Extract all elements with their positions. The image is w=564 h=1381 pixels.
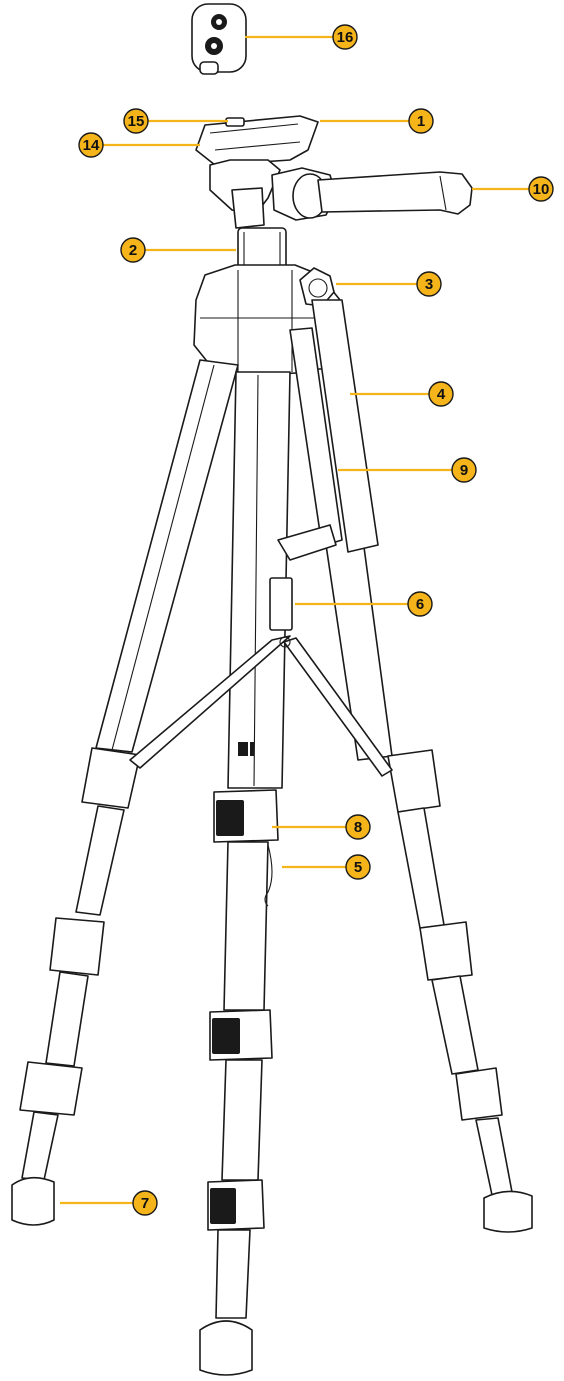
center-column xyxy=(237,227,287,271)
kodak-logo-icon xyxy=(238,742,254,756)
callout-badge xyxy=(528,176,554,202)
bluetooth-remote xyxy=(191,3,247,75)
callout-number: 14 xyxy=(83,137,100,154)
callout-badge xyxy=(451,457,477,483)
callout-15: 15 xyxy=(123,108,228,134)
callout-number: 3 xyxy=(425,276,433,293)
callout-7: 7 xyxy=(60,1190,158,1216)
callout-2: 2 xyxy=(120,237,236,263)
callout-5: 5 xyxy=(282,854,371,880)
callout-badge xyxy=(332,24,358,50)
callout-number: 9 xyxy=(460,462,468,479)
callout-badge xyxy=(345,854,371,880)
callout-number: 2 xyxy=(129,242,137,259)
callout-badge xyxy=(120,237,146,263)
callout-number: 16 xyxy=(337,29,354,46)
callout-badge xyxy=(407,591,433,617)
grip-strap xyxy=(277,327,343,561)
callout-number: 7 xyxy=(141,1195,149,1212)
callout-number: 4 xyxy=(437,386,446,403)
callout-badge xyxy=(78,132,104,158)
accessory-hook xyxy=(264,844,273,907)
callout-badge xyxy=(345,814,371,840)
callout-number: 6 xyxy=(416,596,424,613)
callout-number: 8 xyxy=(354,819,362,836)
callout-number: 10 xyxy=(533,181,550,198)
pan-head xyxy=(195,115,473,229)
callout-16: 16 xyxy=(245,24,358,50)
front-leg xyxy=(199,371,291,1376)
callout-14: 14 xyxy=(78,132,200,158)
callout-badge xyxy=(123,108,149,134)
callout-number: 15 xyxy=(128,113,145,130)
callout-number: 5 xyxy=(354,859,362,876)
left-leg xyxy=(11,359,239,1226)
callout-1: 1 xyxy=(320,108,434,134)
callout-4: 4 xyxy=(350,381,454,407)
callout-8: 8 xyxy=(272,814,371,840)
callout-badge xyxy=(416,271,442,297)
callout-badge xyxy=(408,108,434,134)
callout-badge xyxy=(428,381,454,407)
callout-badge xyxy=(132,1190,158,1216)
callout-3: 3 xyxy=(336,271,442,297)
leg-braces xyxy=(129,577,393,777)
right-leg xyxy=(299,299,533,1233)
callout-9: 9 xyxy=(338,457,477,483)
callout-number: 1 xyxy=(417,113,425,130)
callout-6: 6 xyxy=(295,591,433,617)
callout-10: 10 xyxy=(472,176,554,202)
callout-layer: 1 2 3 4 5 6 7 8 9 10 14 15 16 xyxy=(60,24,554,1216)
